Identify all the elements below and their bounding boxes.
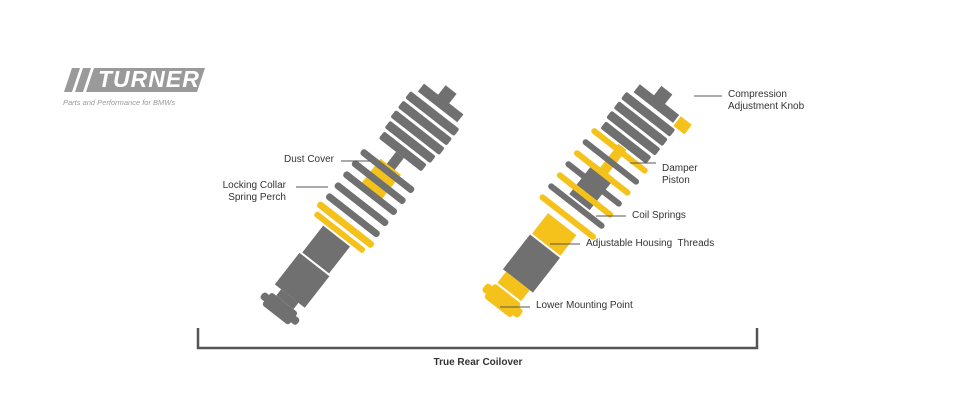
right-coilover xyxy=(482,84,692,318)
leader-lines xyxy=(296,95,722,308)
logo-wordmark: TURNER xyxy=(98,66,200,92)
label-compression-knob: Compression Adjustment Knob xyxy=(728,89,805,112)
label-locking-collar: Locking Collar Spring Perch xyxy=(222,180,286,203)
label-coil-springs: Coil Springs xyxy=(632,210,686,221)
label-damper-piston: Damper Piston xyxy=(662,163,698,186)
logo-tagline: Parts and Performance for BMWs xyxy=(63,98,176,107)
bracket xyxy=(196,328,759,350)
label-lower-mount: Lower Mounting Point xyxy=(536,300,633,311)
label-housing-threads: Adjustable Housing Threads xyxy=(586,238,715,249)
turner-logo-mark xyxy=(64,68,205,92)
caption: True Rear Coilover xyxy=(433,357,523,368)
left-coilover xyxy=(260,83,464,325)
label-dust-cover: Dust Cover xyxy=(283,154,334,165)
